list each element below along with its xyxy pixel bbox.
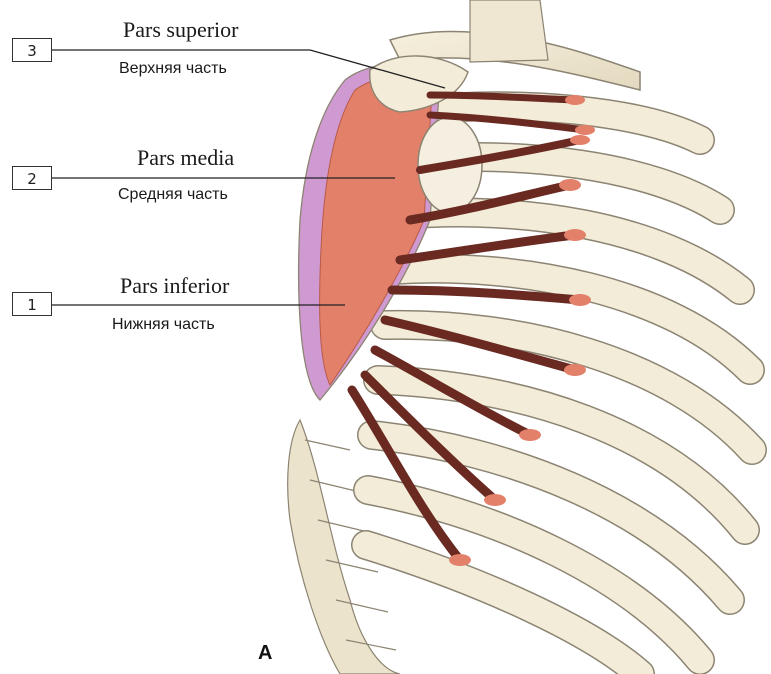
label-number-3: 3 xyxy=(12,38,52,62)
label-number-1: 1 xyxy=(12,292,52,316)
figure-letter: A xyxy=(258,642,272,665)
label-latin-pars-inferior: Pars inferior xyxy=(120,273,229,299)
cervical-spine xyxy=(470,0,548,62)
label-number-2: 2 xyxy=(12,166,52,190)
label-russian-middle-part: Средняя часть xyxy=(118,186,228,204)
label-latin-pars-media: Pars media xyxy=(137,145,234,171)
scapula xyxy=(299,64,440,400)
label-latin-pars-superior: Pars superior xyxy=(123,17,238,43)
label-russian-lower-part: Нижняя часть xyxy=(112,316,215,334)
label-russian-upper-part: Верхняя часть xyxy=(119,60,227,78)
